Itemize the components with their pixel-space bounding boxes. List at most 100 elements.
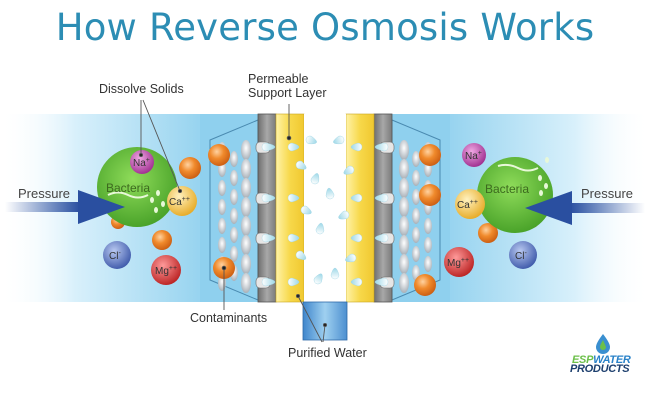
contaminant [208, 144, 230, 166]
pore [241, 235, 251, 255]
svg-text:Mg++: Mg++ [155, 265, 177, 277]
water-droplet [261, 277, 276, 287]
chloride-ion-right: Cl- [509, 241, 537, 269]
pore [412, 208, 420, 224]
water-droplet [374, 193, 389, 203]
pore [230, 170, 238, 186]
pore [412, 189, 420, 205]
bacteria-label: Bacteria [106, 181, 150, 195]
support-layer-right [345, 113, 375, 303]
water-droplet [345, 253, 357, 263]
water-droplet [325, 187, 335, 200]
pore [399, 159, 409, 179]
pore [412, 246, 420, 262]
pore [218, 218, 226, 234]
pressure-arrow-left-icon [5, 190, 125, 224]
support-layer-left [275, 113, 305, 303]
water-droplet [330, 267, 340, 280]
label-permeable-support-layer: Permeable Support Layer [248, 72, 327, 100]
water-droplet [287, 277, 300, 287]
label-line: Permeable [248, 72, 309, 86]
sodium-ion-left: Na+ [130, 150, 154, 174]
logo-esp: ESP [572, 354, 594, 366]
water-droplet [313, 273, 323, 285]
pore [230, 246, 238, 262]
logo-brand-line2: PRODUCTS [570, 363, 630, 375]
pore [230, 151, 238, 167]
pore [241, 159, 251, 179]
water-droplet [315, 222, 325, 235]
bacteria-label: Bacteria [485, 182, 529, 196]
pore [218, 199, 226, 215]
water-droplet [374, 277, 389, 287]
water-droplet [261, 193, 276, 203]
pore [424, 237, 432, 253]
pore [241, 140, 251, 160]
pore [230, 189, 238, 205]
contaminant [152, 230, 172, 250]
sodium-ion-right: Na+ [462, 143, 486, 167]
water-droplet [350, 142, 363, 152]
pore [399, 273, 409, 293]
calcium-ion-left: Ca++ [167, 186, 197, 216]
contaminant [414, 274, 436, 296]
callout-lines [138, 99, 328, 343]
bacteria-right: Bacteria [477, 157, 553, 233]
pore [218, 237, 226, 253]
pore [412, 170, 420, 186]
purified-water-channel [304, 114, 346, 302]
pressure-arrow-right-icon [525, 191, 645, 225]
svg-text:Cl-: Cl- [109, 250, 121, 262]
pore [399, 235, 409, 255]
label-contaminants: Contaminants [190, 311, 268, 325]
water-droplet [287, 142, 300, 152]
svg-text:Ca++: Ca++ [457, 199, 478, 211]
water-droplet [343, 165, 355, 175]
water-droplet [287, 233, 300, 243]
pore [241, 197, 251, 217]
contaminant [419, 184, 441, 206]
chloride-ion-left: Cl- [103, 241, 131, 269]
svg-text:Mg++: Mg++ [447, 257, 469, 269]
purified-water-outlet [302, 301, 348, 341]
pore [241, 254, 251, 274]
pore [218, 180, 226, 196]
page-title: How Reverse Osmosis Works [55, 6, 595, 49]
label-line: Support Layer [248, 86, 327, 100]
pore [241, 178, 251, 198]
svg-text:Ca++: Ca++ [169, 196, 190, 208]
water-droplets [261, 135, 389, 287]
water-droplet [295, 250, 307, 260]
pore [424, 256, 432, 272]
water-droplet [300, 205, 312, 215]
label-purified-water: Purified Water [288, 346, 367, 360]
water-droplet [261, 233, 276, 243]
pore [399, 197, 409, 217]
water-droplet [350, 277, 363, 287]
pore [412, 227, 420, 243]
water-droplet [374, 233, 389, 243]
pressure-label-right: Pressure [581, 186, 633, 201]
water-droplet [350, 233, 363, 243]
esp-water-logo-icon [596, 334, 610, 354]
pressure-label-left: Pressure [18, 186, 70, 201]
pore [399, 140, 409, 160]
pore [424, 218, 432, 234]
water-droplet [333, 135, 345, 145]
pore [241, 216, 251, 236]
contaminant [419, 144, 441, 166]
pore [241, 273, 251, 293]
pore [230, 208, 238, 224]
water-droplet [374, 142, 389, 152]
contaminant [478, 223, 498, 243]
magnesium-ion-right: Mg++ [444, 247, 474, 277]
svg-text:Na+: Na+ [465, 150, 482, 162]
water-droplet [261, 142, 276, 152]
logo-brand-line1: ESPWATER [572, 354, 631, 366]
label-dissolve-solids: Dissolve Solids [99, 82, 184, 96]
calcium-ion-right: Ca++ [455, 189, 485, 219]
water-droplet [295, 160, 307, 170]
water-droplet [338, 210, 350, 220]
pore [399, 178, 409, 198]
